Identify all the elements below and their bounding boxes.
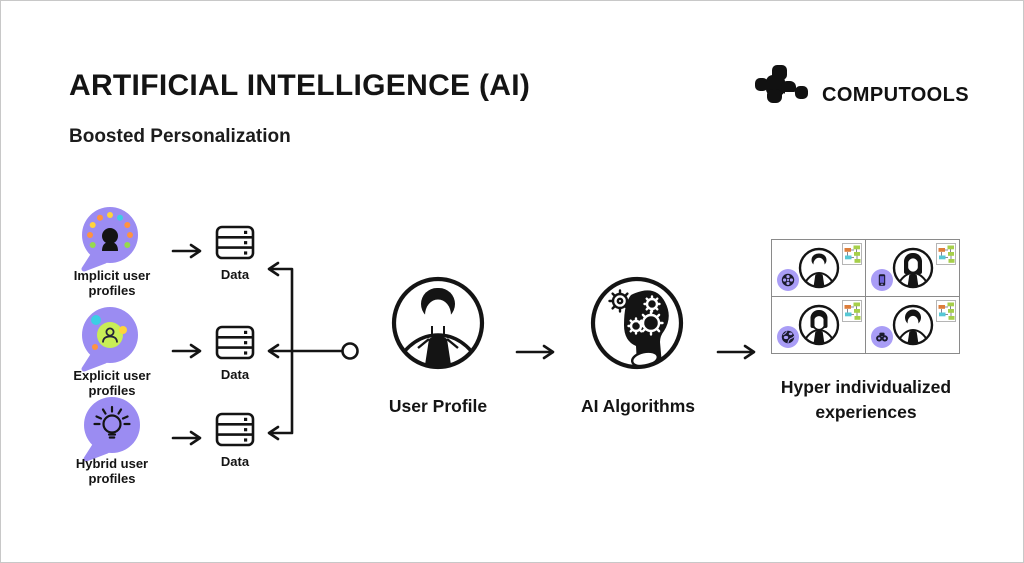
data-label-3: Data	[220, 454, 250, 469]
experience-card-3	[772, 297, 865, 353]
connector-node	[341, 342, 359, 360]
explicit-user-bubble-icon	[81, 307, 138, 372]
source-label-explicit: Explicit user profiles	[73, 368, 151, 399]
flowchart-doc-icon	[936, 300, 956, 322]
arrow-implicit-to-data	[171, 243, 202, 259]
data-label-2: Data	[220, 367, 250, 382]
interest-bubble	[777, 269, 799, 291]
implicit-user-bubble-icon	[81, 207, 138, 272]
data-server-icon	[215, 225, 255, 260]
man-round-avatar-icon	[892, 304, 933, 346]
experience-cards-grid	[771, 239, 960, 354]
data-server-icon	[215, 412, 255, 447]
arrow-explicit-to-data	[171, 343, 202, 359]
film-reel-icon	[781, 273, 795, 287]
ai-gears-head-icon	[590, 276, 684, 370]
interest-bubble	[777, 326, 799, 348]
interest-bubble	[871, 269, 893, 291]
data-label-1: Data	[220, 267, 250, 282]
woman-long-hair-avatar-icon	[892, 247, 933, 289]
source-label-implicit: Implicit user profiles	[73, 268, 151, 299]
ai-algorithms-label: AI Algorithms	[580, 396, 696, 416]
brand-name: COMPUTOOLS	[822, 83, 969, 106]
experience-card-1	[772, 240, 865, 296]
man-avatar-icon	[798, 247, 839, 289]
flowchart-doc-icon	[842, 243, 862, 265]
experiences-label: Hyper individualized experiences	[780, 377, 952, 423]
binoculars-icon	[876, 332, 888, 342]
flowchart-doc-icon	[936, 243, 956, 265]
computools-pixel-mark-icon	[755, 65, 808, 103]
arrow-ai-to-experiences	[716, 344, 756, 360]
experience-card-4	[866, 297, 959, 353]
page-title: ARTIFICIAL INTELLIGENCE (AI)	[69, 69, 531, 102]
user-profile-icon	[391, 276, 485, 370]
data-server-icon	[215, 325, 255, 360]
interest-bubble	[871, 326, 893, 348]
lightbulb-bubble-icon	[83, 397, 140, 462]
data-bracket-connector	[267, 261, 359, 441]
source-label-hybrid: Hybrid user profiles	[75, 456, 149, 487]
smartphone-icon	[878, 274, 886, 286]
page-subtitle: Boosted Personalization	[69, 126, 291, 147]
arrow-hybrid-to-data	[171, 430, 202, 446]
experience-card-2	[866, 240, 959, 296]
globe-icon	[781, 330, 795, 344]
brand-logo: COMPUTOOLS	[754, 63, 969, 113]
woman-bob-avatar-icon	[798, 304, 839, 346]
user-profile-label: User Profile	[388, 396, 488, 416]
arrow-user-profile-to-ai	[515, 344, 555, 360]
flowchart-doc-icon	[842, 300, 862, 322]
